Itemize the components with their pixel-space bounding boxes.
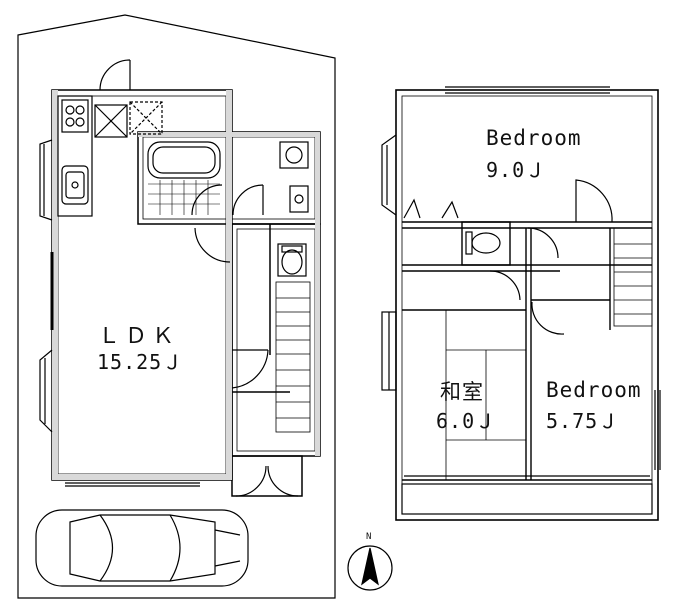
car-parking-icon: [35, 509, 249, 587]
washitsu-window: [381, 311, 397, 391]
ldk-door: [194, 227, 231, 263]
back-door: [99, 59, 131, 91]
bedroom-south-door: [531, 301, 565, 335]
kitchen-counter: [57, 95, 93, 217]
floor-2: [381, 86, 661, 521]
hall-door-2f: [527, 227, 559, 259]
floor2-partitions: [402, 221, 652, 481]
bedroom-north-area: 9.0Ｊ: [486, 158, 547, 182]
stove-icon: [61, 99, 89, 133]
toilet-2f: [465, 231, 501, 255]
bedroom-north-door: [575, 179, 613, 223]
wash-basin: [289, 185, 309, 213]
washer: [279, 141, 309, 169]
balcony: [401, 475, 653, 515]
bedroom-south-name: Bedroom: [546, 378, 642, 402]
entry-door: [235, 465, 299, 497]
bedroom-south-area: 5.75Ｊ: [546, 409, 620, 433]
ldk-bay-window: [39, 349, 53, 433]
kitchen-window: [39, 139, 53, 221]
ldk-name: ＬＤＫ: [98, 324, 180, 349]
lot-boundary: [17, 14, 336, 599]
floor2-outline: [395, 89, 659, 521]
hall-door: [231, 349, 269, 389]
storage-shelves: [94, 101, 163, 138]
washitsu-area: 6.0Ｊ: [436, 409, 497, 433]
bedroom-north-name: Bedroom: [486, 126, 582, 150]
washitsu-name: 和室: [440, 380, 484, 404]
stairs-1f: [275, 281, 311, 433]
north-compass-icon: [347, 545, 393, 591]
bedroom-bay-window: [381, 134, 397, 216]
wash-door: [232, 184, 264, 216]
floor1-wall-fill: [52, 90, 320, 480]
floor-1: [17, 14, 336, 599]
stairs-2f: [613, 227, 653, 327]
ldk-area: 15.25Ｊ: [97, 350, 184, 374]
tatami-mats: [445, 310, 526, 480]
bathtub: [147, 141, 223, 216]
compass-label: N: [366, 532, 372, 542]
closet-door-a: [403, 198, 421, 219]
toilet-1f: [277, 243, 307, 277]
sink-icon: [61, 165, 89, 205]
washitsu-door: [489, 270, 521, 301]
